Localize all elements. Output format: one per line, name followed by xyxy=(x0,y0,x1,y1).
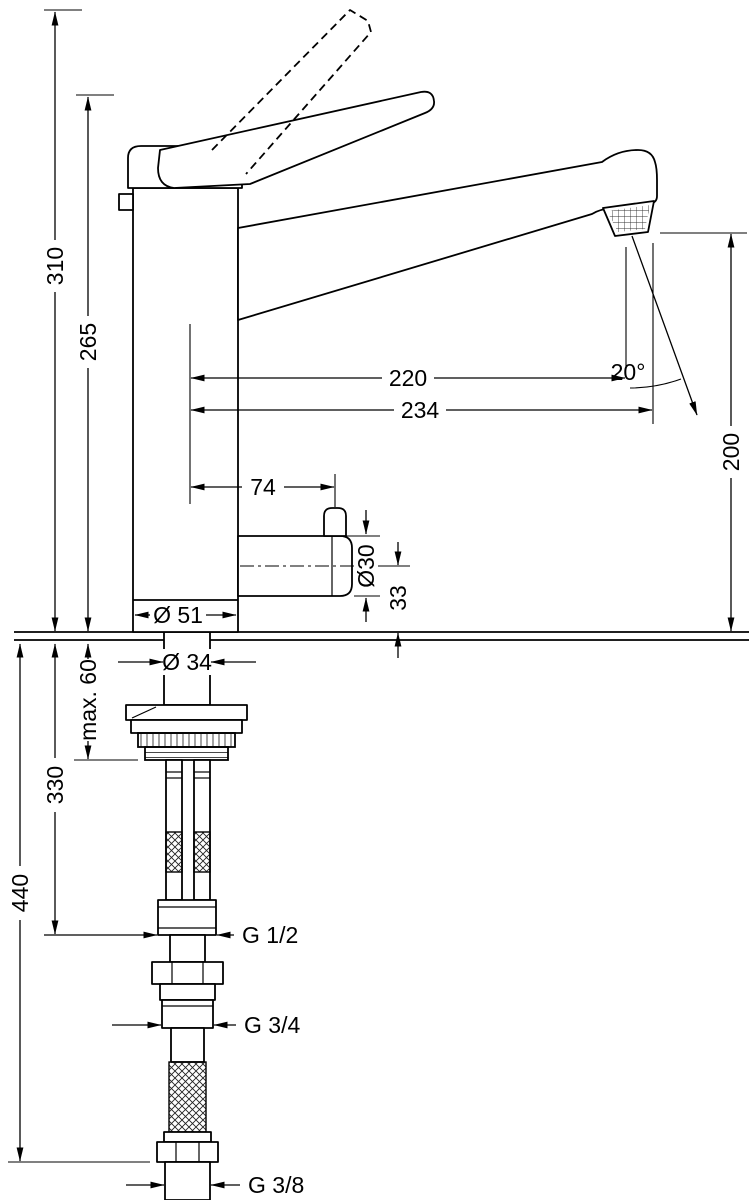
extension-lines xyxy=(8,9,747,1163)
thread-g34-label: G 3/4 xyxy=(244,1012,300,1038)
dimension-max60: max. 60 xyxy=(75,643,101,760)
dim-74-label: 74 xyxy=(250,474,276,500)
hose xyxy=(170,1027,205,1063)
callout-g12: G 1/2 xyxy=(44,922,298,948)
g38-hex-nut xyxy=(156,1141,219,1163)
g12-fitting xyxy=(157,899,217,936)
dimension-dia51: Ø 51 xyxy=(134,602,237,628)
callout-g34: G 3/4 xyxy=(112,1012,300,1038)
hex-fitting-lower xyxy=(159,983,216,1001)
lever-handle-raised-dashed xyxy=(211,9,372,175)
dim-dia34-label: Ø 34 xyxy=(162,649,212,675)
braided-hose xyxy=(168,1061,207,1133)
braided-section-right xyxy=(193,831,211,873)
thread-g12-label: G 1/2 xyxy=(242,922,298,948)
dim-265-label: 265 xyxy=(75,323,101,361)
dim-max60-label: max. 60 xyxy=(75,659,101,741)
supply-pipe-left xyxy=(165,759,183,901)
dim-440-label: 440 xyxy=(7,874,33,912)
dim-310-label: 310 xyxy=(42,247,68,285)
dimension-dia30: Ø30 xyxy=(353,510,379,622)
faucet-above-counter xyxy=(118,9,658,633)
side-spray-knob xyxy=(323,507,347,537)
dimension-200: 200 xyxy=(718,233,744,632)
hose-collar xyxy=(163,1131,212,1143)
braided-section-left xyxy=(165,831,183,873)
dim-220-label: 220 xyxy=(389,365,427,391)
dim-330-label: 330 xyxy=(42,766,68,804)
stream-angle-annotation: 20° xyxy=(611,235,698,416)
dimension-310: 310 xyxy=(42,11,68,632)
hex-fitting-upper xyxy=(151,961,224,985)
thread-g38-label: G 3/8 xyxy=(248,1172,304,1198)
dim-dia51-label: Ø 51 xyxy=(153,602,203,628)
dimension-265: 265 xyxy=(75,96,101,632)
dimension-74: 74 xyxy=(190,474,335,500)
dimension-dia34: Ø 34 xyxy=(118,649,256,675)
dimension-234: 234 xyxy=(190,397,653,423)
lever-handle xyxy=(157,90,435,189)
dim-234-label: 234 xyxy=(401,397,440,423)
spout xyxy=(237,149,658,321)
hose-end-stub xyxy=(164,1161,211,1200)
countertop-lines xyxy=(14,631,749,641)
supply-pipe-right xyxy=(193,759,211,901)
mounting-below-counter xyxy=(125,631,248,1200)
dim-dia30-label: Ø30 xyxy=(353,544,379,587)
g34-fitting xyxy=(161,999,214,1029)
dim-200-label: 200 xyxy=(718,433,744,471)
dimension-33: 33 xyxy=(385,542,411,658)
angle-20-label: 20° xyxy=(611,359,646,385)
dimension-330: 330 xyxy=(42,643,68,935)
connector-tube xyxy=(169,934,206,963)
dimension-220: 220 xyxy=(190,365,626,391)
mounting-ring xyxy=(130,719,243,734)
shank-thread xyxy=(144,746,229,761)
mounting-nut-knurled xyxy=(137,732,236,748)
dimension-440: 440 xyxy=(7,643,33,1162)
dim-33-label: 33 xyxy=(385,585,411,611)
callout-g38: G 3/8 xyxy=(126,1172,304,1198)
pivot-notch xyxy=(118,193,134,211)
aerator-mesh xyxy=(607,205,650,232)
